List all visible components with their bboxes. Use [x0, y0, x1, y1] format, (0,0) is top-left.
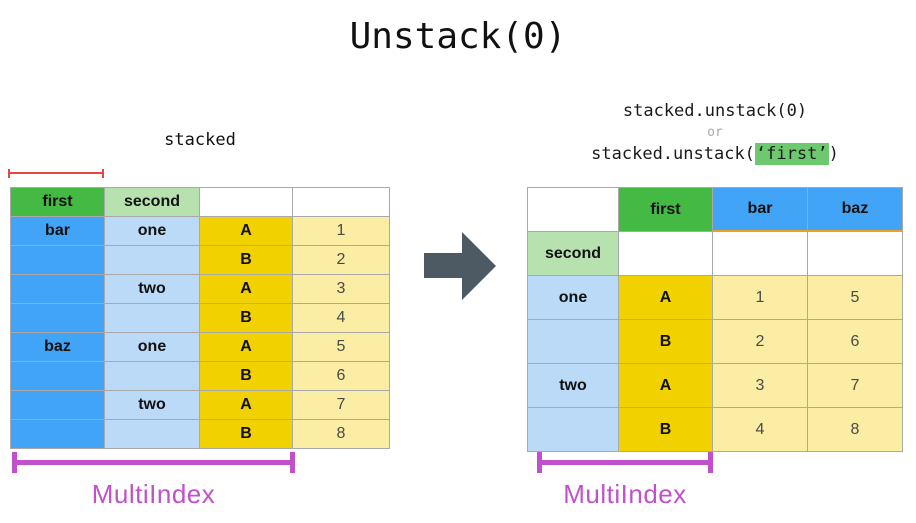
left-table-cell-r7c3: 7	[293, 391, 390, 420]
left-table-cell-r8c1	[105, 420, 200, 449]
left-table-cell-r5c0: baz	[11, 333, 105, 362]
bracket-cap	[708, 452, 713, 473]
code-prefix: stacked.unstack(	[591, 144, 755, 164]
left-table-cell-r1c1: one	[105, 217, 200, 246]
right-table-cell-r5c1: B	[619, 408, 713, 452]
left-table-cell-r7c2: A	[200, 391, 293, 420]
bracket-cap	[102, 169, 104, 178]
right-table-cell-r4c0: two	[528, 364, 619, 408]
bracket-line	[537, 460, 713, 465]
left-table-cell-r1c2: A	[200, 217, 293, 246]
left-table-cell-r1c0: bar	[11, 217, 105, 246]
right-table-cell-r5c2: 4	[713, 408, 808, 452]
right-table-cell-r2c2: 1	[713, 276, 808, 320]
first-column-measure-bracket	[8, 169, 104, 178]
bracket-line	[8, 172, 104, 174]
bracket-line	[12, 460, 295, 465]
left-table-cell-r5c3: 5	[293, 333, 390, 362]
left-table-cell-r6c0	[11, 362, 105, 391]
left-table-cell-r2c0	[11, 246, 105, 275]
left-table-cell-r0c0: first	[11, 188, 105, 217]
right-table-cell-r5c0	[528, 408, 619, 452]
left-table-cell-r3c1: two	[105, 275, 200, 304]
right-table-cell-r5c3: 8	[808, 408, 903, 452]
code-line-unstack-first: stacked.unstack(‘first’)	[527, 143, 903, 166]
right-table-cell-r2c0: one	[528, 276, 619, 320]
code-suffix: )	[828, 144, 839, 164]
left-table-cell-r5c2: A	[200, 333, 293, 362]
right-arrow-icon	[424, 232, 496, 300]
left-table-cell-r6c3: 6	[293, 362, 390, 391]
page-title: Unstack(0)	[349, 16, 567, 57]
left-table-cell-r3c3: 3	[293, 275, 390, 304]
right-table-cell-r2c3: 5	[808, 276, 903, 320]
left-table-cell-r2c2: B	[200, 246, 293, 275]
right-table-cell-r3c2: 2	[713, 320, 808, 364]
left-table-cell-r2c1	[105, 246, 200, 275]
left-table-cell-r6c1	[105, 362, 200, 391]
right-table-cell-r0c3: baz	[808, 188, 903, 232]
left-table-cell-r7c1: two	[105, 391, 200, 420]
right-table-cell-r0c0	[528, 188, 619, 232]
left-table-cell-r4c1	[105, 304, 200, 333]
left-table-cell-r0c2	[200, 188, 293, 217]
right-table-cell-r3c1: B	[619, 320, 713, 364]
right-table-cell-r2c1: A	[619, 276, 713, 320]
right-table-cell-r1c0: second	[528, 232, 619, 276]
right-multiindex-bracket	[537, 452, 713, 473]
code-or-connector: or	[707, 125, 723, 140]
left-table-cell-r4c2: B	[200, 304, 293, 333]
left-table-cell-r4c0	[11, 304, 105, 333]
code-highlight-first: ‘first’	[754, 143, 829, 165]
left-table-cell-r0c1: second	[105, 188, 200, 217]
left-table-cell-r8c2: B	[200, 420, 293, 449]
left-table-cell-r2c3: 2	[293, 246, 390, 275]
left-multiindex-bracket	[12, 452, 295, 473]
left-table-cell-r8c0	[11, 420, 105, 449]
left-table-cell-r8c3: 8	[293, 420, 390, 449]
left-multiindex-label: MultiIndex	[91, 479, 216, 509]
right-table-cell-r4c3: 7	[808, 364, 903, 408]
left-table-cell-r0c3	[293, 188, 390, 217]
left-table-cell-r1c3: 1	[293, 217, 390, 246]
stacked-caption: stacked	[164, 130, 236, 150]
unstack-code-block: stacked.unstack(0) or stacked.unstack(‘f…	[527, 100, 903, 166]
right-table-cell-r0c2: bar	[713, 188, 808, 232]
left-table-cell-r4c3: 4	[293, 304, 390, 333]
right-table-cell-r3c0	[528, 320, 619, 364]
code-line-unstack0: stacked.unstack(0)	[622, 101, 808, 121]
right-table-cell-r3c3: 6	[808, 320, 903, 364]
left-table-cell-r3c0	[11, 275, 105, 304]
right-table-cell-r1c1	[619, 232, 713, 276]
right-table-cell-r1c2	[713, 232, 808, 276]
right-multiindex-label: MultiIndex	[563, 479, 687, 509]
right-table-cell-r4c1: A	[619, 364, 713, 408]
right-table-cell-r1c3	[808, 232, 903, 276]
left-table-cell-r6c2: B	[200, 362, 293, 391]
left-table-cell-r5c1: one	[105, 333, 200, 362]
bracket-cap	[290, 452, 295, 473]
right-table-cell-r4c2: 3	[713, 364, 808, 408]
left-table-cell-r7c0	[11, 391, 105, 420]
left-table-cell-r3c2: A	[200, 275, 293, 304]
right-table-cell-r0c1: first	[619, 188, 713, 232]
